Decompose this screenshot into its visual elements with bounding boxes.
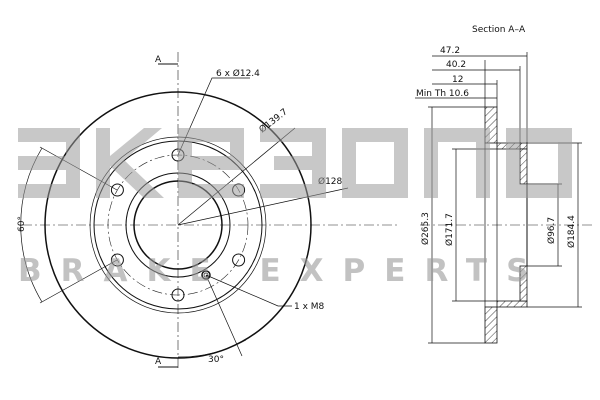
label-angle-30: 30° [208, 355, 224, 365]
bolt-hole [232, 253, 246, 267]
hat-face-bottom [519, 265, 528, 302]
thread-hole-m8 [201, 270, 211, 280]
disc-outer-edge [44, 91, 312, 359]
bolt-hole [110, 253, 124, 267]
bolt-hole [171, 288, 185, 302]
label-bolt-holes: 6 x Ø12.4 [216, 68, 260, 79]
section-mark-bottom: A [155, 357, 162, 367]
hat-face-top [519, 148, 528, 185]
label-thickness: 12 [452, 75, 463, 85]
bolt-hole [110, 183, 124, 197]
label-outer-diameter: Ø265.3 [420, 212, 431, 245]
section-mark-top: A [155, 55, 162, 65]
label-angle-60: 60° [17, 216, 27, 232]
label-thread-hole: 1 x M8 [294, 302, 325, 312]
section-title: Section A–A [472, 25, 526, 35]
front-view: A A 6 x Ø12.4 Ø139.7 Ø128 1 [17, 52, 398, 370]
label-overall-height: 47.2 [440, 46, 460, 56]
akebono-tagline: BRAKE EXPERTS [18, 253, 547, 289]
akebono-logo [18, 128, 572, 198]
angle-arc-30 [177, 339, 247, 358]
hat-bottom-section [496, 300, 528, 308]
label-ring-128: Ø128 [318, 176, 343, 187]
label-hat-diameter: Ø171.7 [444, 213, 455, 246]
label-hat-depth: 40.2 [446, 60, 466, 70]
label-hat-outer-diameter: Ø184.4 [566, 215, 577, 248]
akebono-watermark: BRAKE EXPERTS [18, 128, 572, 289]
friction-ring-section-bottom [484, 306, 498, 344]
label-bore-diameter: Ø96.7 [546, 217, 557, 244]
label-min-thickness: Min Th 10.6 [416, 89, 469, 99]
